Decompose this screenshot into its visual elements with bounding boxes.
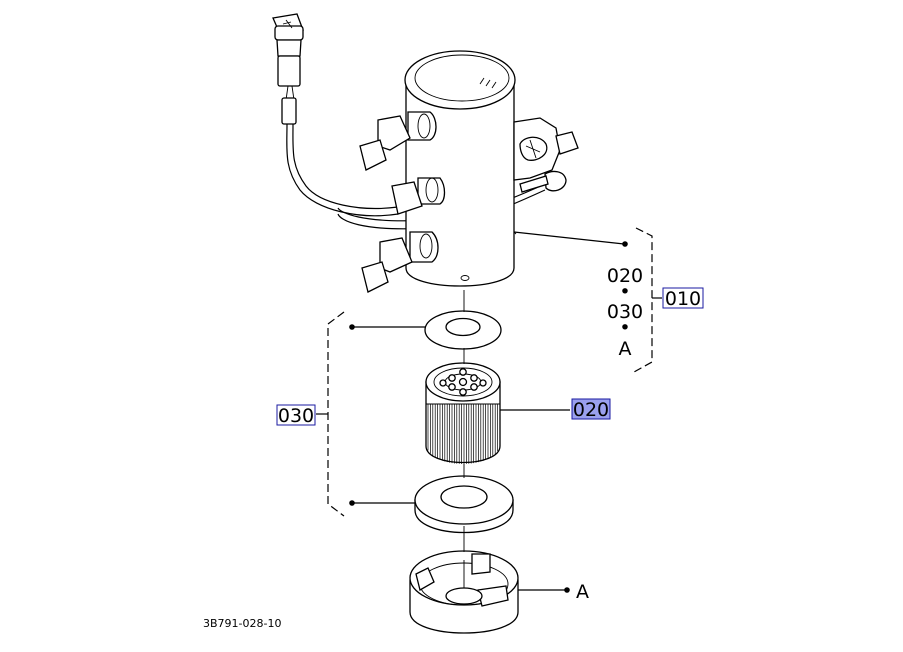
callout-020-label: 020 — [573, 399, 609, 421]
lower-seal-washer — [414, 475, 514, 534]
middle-fitting — [391, 177, 446, 215]
mounting-bracket — [513, 117, 579, 193]
callout-010[interactable]: 010 — [662, 287, 704, 310]
callout-010-label: 010 — [665, 288, 701, 310]
group-010-item-a: A — [619, 338, 632, 360]
electrical-connector — [272, 13, 304, 125]
filter-pleats — [427, 404, 501, 464]
upper-fitting — [359, 111, 437, 171]
callout-020[interactable]: 020 — [571, 398, 611, 421]
filter-element — [425, 362, 501, 464]
group-010-item-020: 020 — [607, 265, 643, 287]
filter-holes — [439, 368, 487, 396]
fuel-pump-assembly — [272, 13, 579, 293]
filter-cover-cup — [409, 550, 519, 634]
upper-seal-washer — [424, 310, 502, 350]
callout-030[interactable]: 030 — [276, 404, 316, 427]
group-010-separator-1: • — [619, 281, 630, 303]
leader-lines — [316, 227, 662, 593]
callout-030-label: 030 — [278, 405, 314, 427]
group-010-separator-2: • — [619, 317, 630, 339]
drawing-number: 3B791-028-10 — [203, 617, 281, 630]
reference-a-label: A — [576, 581, 589, 603]
leader-dot-010 — [622, 241, 628, 247]
group-010-contents: 020 • 030 • A — [607, 265, 643, 360]
group-010-item-030: 030 — [607, 301, 643, 323]
lower-fitting — [361, 231, 439, 293]
